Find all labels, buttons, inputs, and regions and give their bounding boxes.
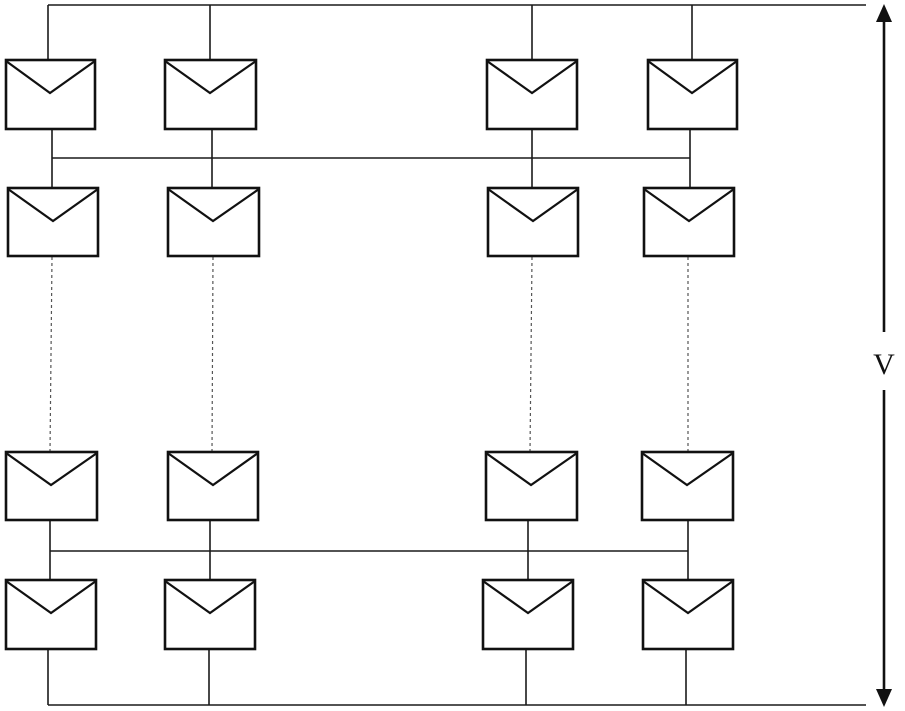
pv-module-icon: [4, 450, 99, 522]
wiring: [47, 4, 866, 706]
pv-module-icon: [163, 58, 258, 131]
pv-module-icon: [646, 58, 739, 131]
pv-module-icon: [486, 186, 580, 258]
arrow-up-icon: [876, 4, 892, 22]
string-3-gap: [529, 256, 533, 453]
pv-module-icon: [484, 450, 579, 522]
pv-module-icon: [4, 578, 98, 651]
pv-module-icon: [641, 578, 735, 651]
pv-module-icon: [4, 58, 97, 131]
voltage-arrow: V: [873, 4, 895, 707]
pv-module-icon: [485, 58, 579, 131]
pv-module-icon: [166, 186, 261, 258]
pv-module-icon: [163, 578, 257, 651]
pv-module-icon: [642, 186, 736, 258]
pv-module-icon: [6, 186, 100, 258]
pv-module-icon: [166, 450, 260, 522]
pv-module-icon: [640, 450, 735, 522]
voltage-label: V: [873, 348, 895, 381]
arrow-down-icon: [876, 689, 892, 707]
string-1-gap: [49, 256, 53, 453]
module-grid: [4, 58, 739, 651]
pv-module-icon: [481, 578, 575, 651]
string-2-gap: [211, 256, 214, 453]
